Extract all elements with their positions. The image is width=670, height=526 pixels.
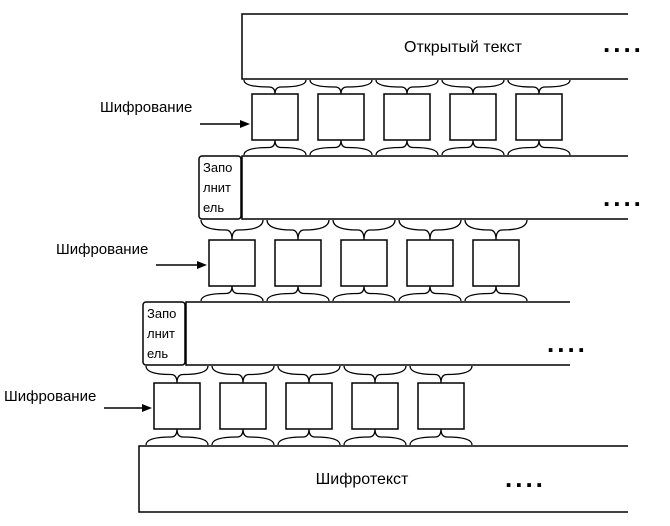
brace-in-r3-2 xyxy=(211,365,275,384)
plaintext-band xyxy=(241,13,628,80)
padding-text-2-3: ель xyxy=(147,346,168,361)
brace-in-r3-5 xyxy=(409,365,473,384)
padding-box-2 xyxy=(142,301,186,366)
intermediate-band-1 xyxy=(241,155,628,220)
padding-text-1-1: Запо xyxy=(203,160,232,175)
cipher-block-r3-3 xyxy=(285,382,333,430)
cipher-block-r1-3 xyxy=(383,93,431,141)
cipher-block-r3-1 xyxy=(153,382,201,430)
plaintext-label: Открытый текст xyxy=(404,39,523,56)
brace-out-r2-1 xyxy=(200,285,264,302)
brace-in-r1-2 xyxy=(309,79,373,95)
continuation-dots-1: .... xyxy=(603,28,644,58)
brace-in-r2-3 xyxy=(332,219,396,241)
brace-out-r1-4 xyxy=(441,139,505,156)
cipher-block-r1-4 xyxy=(449,93,497,141)
brace-out-r2-3 xyxy=(332,285,396,302)
brace-out-r3-4 xyxy=(343,428,407,446)
brace-out-r3-1 xyxy=(145,428,209,446)
padding-text-2-1: Запо xyxy=(147,306,176,321)
cipher-block-r2-5 xyxy=(472,239,520,287)
cipher-block-r3-2 xyxy=(219,382,267,430)
cipher-block-r3-5 xyxy=(417,382,465,430)
brace-out-r1-2 xyxy=(309,139,373,156)
cipher-block-r2-4 xyxy=(406,239,454,287)
brace-out-r3-3 xyxy=(277,428,341,446)
cipher-block-r1-1 xyxy=(251,93,299,141)
cipher-block-r2-3 xyxy=(340,239,388,287)
brace-in-r2-2 xyxy=(266,219,330,241)
padding-box-1 xyxy=(198,155,242,220)
encryption-label-3: Шифрование xyxy=(4,388,96,405)
continuation-dots-3: .... xyxy=(547,328,588,358)
cipher-block-r2-2 xyxy=(274,239,322,287)
ciphertext-band xyxy=(138,445,628,513)
brace-in-r3-4 xyxy=(343,365,407,384)
brace-out-r2-4 xyxy=(398,285,462,302)
brace-in-r1-4 xyxy=(441,79,505,95)
brace-out-r2-5 xyxy=(464,285,528,302)
ciphertext-label: Шифротекст xyxy=(316,471,409,488)
brace-in-r1-5 xyxy=(507,79,571,95)
brace-in-r1-3 xyxy=(375,79,439,95)
brace-out-r3-2 xyxy=(211,428,275,446)
brace-in-r2-1 xyxy=(200,219,264,241)
brace-in-r2-5 xyxy=(464,219,528,241)
brace-out-r3-5 xyxy=(409,428,473,446)
cipher-block-r1-2 xyxy=(317,93,365,141)
cipher-block-r3-4 xyxy=(351,382,399,430)
padding-text-1-3: ель xyxy=(203,200,224,215)
padding-text-1-2: лнит xyxy=(203,180,231,195)
brace-in-r3-1 xyxy=(145,365,209,384)
brace-out-r1-3 xyxy=(375,139,439,156)
continuation-dots-2: .... xyxy=(603,182,644,212)
arrowhead-icon-1 xyxy=(240,120,250,128)
brace-out-r1-1 xyxy=(243,139,307,156)
cipher-block-r2-1 xyxy=(208,239,256,287)
encryption-label-1: Шифрование xyxy=(100,99,192,116)
brace-in-r1-1 xyxy=(243,79,307,95)
arrowhead-icon-2 xyxy=(197,261,207,269)
cipher-block-r1-5 xyxy=(515,93,563,141)
brace-in-r2-4 xyxy=(398,219,462,241)
intermediate-band-2 xyxy=(185,301,570,366)
padding-text-2-2: лнит xyxy=(147,326,175,341)
arrowhead-icon-3 xyxy=(142,404,152,412)
brace-out-r1-5 xyxy=(507,139,571,156)
encryption-label-2: Шифрование xyxy=(56,241,148,258)
continuation-dots-4: .... xyxy=(505,463,546,493)
brace-out-r2-2 xyxy=(266,285,330,302)
brace-in-r3-3 xyxy=(277,365,341,384)
